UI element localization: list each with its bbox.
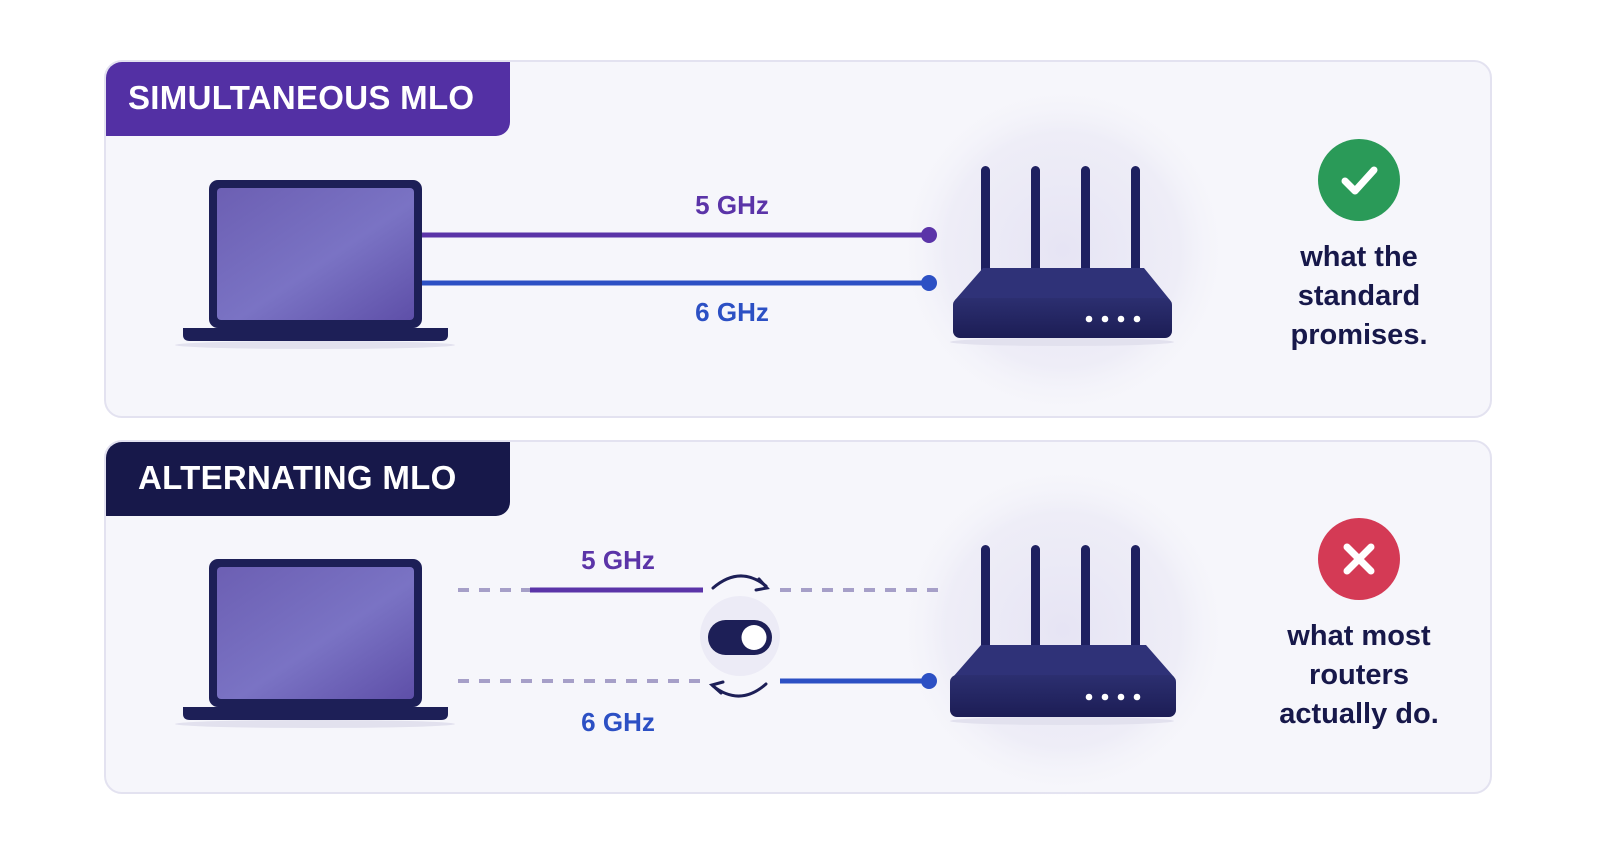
caption-routers-actually-do: what most routers actually do. bbox=[1244, 617, 1474, 734]
caption-line: what most bbox=[1287, 620, 1431, 652]
laptop-icon bbox=[175, 559, 455, 728]
caption-line: standard bbox=[1297, 280, 1421, 312]
cross-icon bbox=[1318, 518, 1400, 600]
band-label-5ghz: 5 GHz bbox=[695, 190, 769, 220]
band-label-6ghz: 6 GHz bbox=[695, 297, 769, 327]
link-endpoint bbox=[921, 275, 937, 291]
laptop-icon bbox=[175, 180, 455, 349]
toggle-switch-icon bbox=[700, 596, 780, 676]
check-icon bbox=[1318, 139, 1400, 221]
caption-line: routers bbox=[1309, 659, 1409, 691]
link-endpoint bbox=[921, 227, 937, 243]
router-icon bbox=[950, 166, 1174, 346]
band-label-5ghz: 5 GHz bbox=[581, 545, 655, 575]
swap-arrows-icon bbox=[708, 574, 770, 698]
caption-line: promises. bbox=[1290, 319, 1428, 351]
router-glow bbox=[895, 82, 1231, 418]
caption-line: what the bbox=[1300, 241, 1418, 273]
caption-standard-promises: what the standard promises. bbox=[1244, 238, 1474, 355]
caption-line: actually do. bbox=[1279, 698, 1439, 730]
panel-title: SIMULTANEOUS MLO bbox=[106, 62, 510, 136]
router-glow bbox=[895, 462, 1231, 798]
band-label-6ghz: 6 GHz bbox=[581, 707, 655, 737]
panel-title: ALTERNATING MLO bbox=[106, 442, 510, 516]
alternating-mlo-panel: ALTERNATING MLO bbox=[104, 440, 1492, 794]
link-endpoint bbox=[921, 673, 937, 689]
router-icon bbox=[950, 545, 1176, 725]
